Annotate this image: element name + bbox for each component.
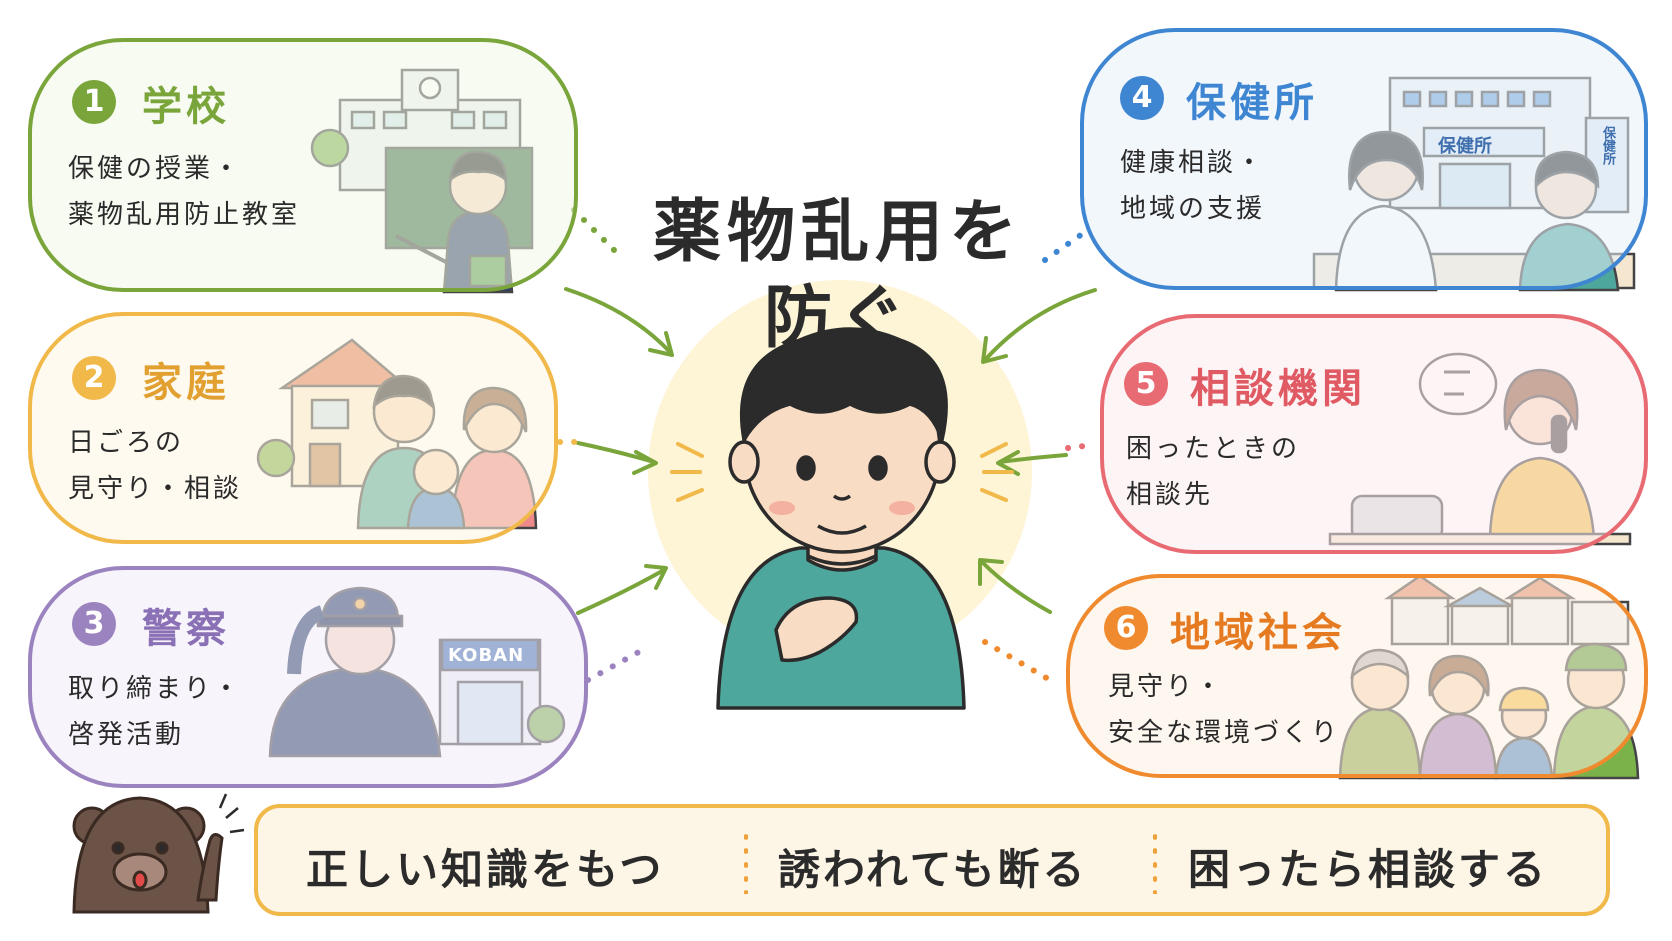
arrow-community xyxy=(980,560,1052,614)
card-police xyxy=(28,566,588,788)
card-school xyxy=(28,38,578,292)
footer-separator xyxy=(1153,830,1157,894)
card-school-desc2: 薬物乱用防止教室 xyxy=(68,200,301,230)
card-health-center-desc2: 地域の支援 xyxy=(1120,194,1266,224)
card-home-number: 2 xyxy=(72,356,116,400)
card-community-desc1: 見守り・ xyxy=(1108,672,1225,702)
bear-icon xyxy=(72,793,245,914)
card-counseling-title: 相談機関 xyxy=(1190,366,1366,412)
footer-item-knowledge: 正しい知識をもつ xyxy=(306,845,665,894)
card-community xyxy=(1066,574,1648,778)
footer-separator xyxy=(744,830,748,894)
sparkle-lines xyxy=(670,442,1014,502)
card-school-title: 学校 xyxy=(142,84,230,130)
main-title-line1: 薬物乱用を xyxy=(652,193,1023,272)
footer-item-refuse: 誘われても断る xyxy=(778,845,1088,894)
card-counseling-number: 5 xyxy=(1124,362,1168,406)
health-center-side-sign: 保健所 xyxy=(1600,126,1615,165)
card-home-desc2: 見守り・相談 xyxy=(68,474,243,504)
arrow-school xyxy=(564,287,672,354)
arrow-home xyxy=(576,441,656,464)
card-police-desc2: 啓発活動 xyxy=(68,720,185,750)
card-health-center-title: 保健所 xyxy=(1186,80,1318,126)
footer-item-consult: 困ったら相談する xyxy=(1188,845,1549,894)
card-police-desc1: 取り締まり・ xyxy=(68,674,243,704)
boy-illustration xyxy=(716,327,966,710)
arrow-police xyxy=(576,568,666,615)
card-counseling-desc2: 相談先 xyxy=(1126,480,1214,510)
main-title-line2: 防ぐ xyxy=(763,279,912,358)
card-home-desc1: 日ごろの xyxy=(68,428,185,458)
health-center-sign: 保健所 xyxy=(1438,136,1492,157)
card-counseling-desc1: 困ったときの xyxy=(1126,434,1301,464)
dotted-connectors xyxy=(557,207,1088,683)
arrow-health-center xyxy=(983,288,1097,362)
koban-sign: KOBAN xyxy=(448,645,525,666)
card-police-number: 3 xyxy=(72,602,116,646)
card-home xyxy=(28,312,558,544)
card-school-desc1: 保健の授業・ xyxy=(68,154,243,184)
card-health-center-number: 4 xyxy=(1120,76,1164,120)
arrow-counseling xyxy=(998,453,1068,464)
card-police-title: 警察 xyxy=(142,606,230,652)
card-community-number: 6 xyxy=(1104,606,1148,650)
card-counseling xyxy=(1100,314,1648,554)
card-health-center-desc1: 健康相談・ xyxy=(1120,148,1266,178)
card-community-desc2: 安全な環境づくり xyxy=(1108,718,1341,748)
footer-banner: 正しい知識をもつ 誘われても断る 困ったら相談する xyxy=(254,804,1610,916)
card-health-center xyxy=(1080,28,1648,290)
card-community-title: 地域社会 xyxy=(1170,610,1346,656)
card-school-number: 1 xyxy=(72,80,116,124)
arrows xyxy=(564,287,1097,615)
card-home-title: 家庭 xyxy=(142,360,230,406)
